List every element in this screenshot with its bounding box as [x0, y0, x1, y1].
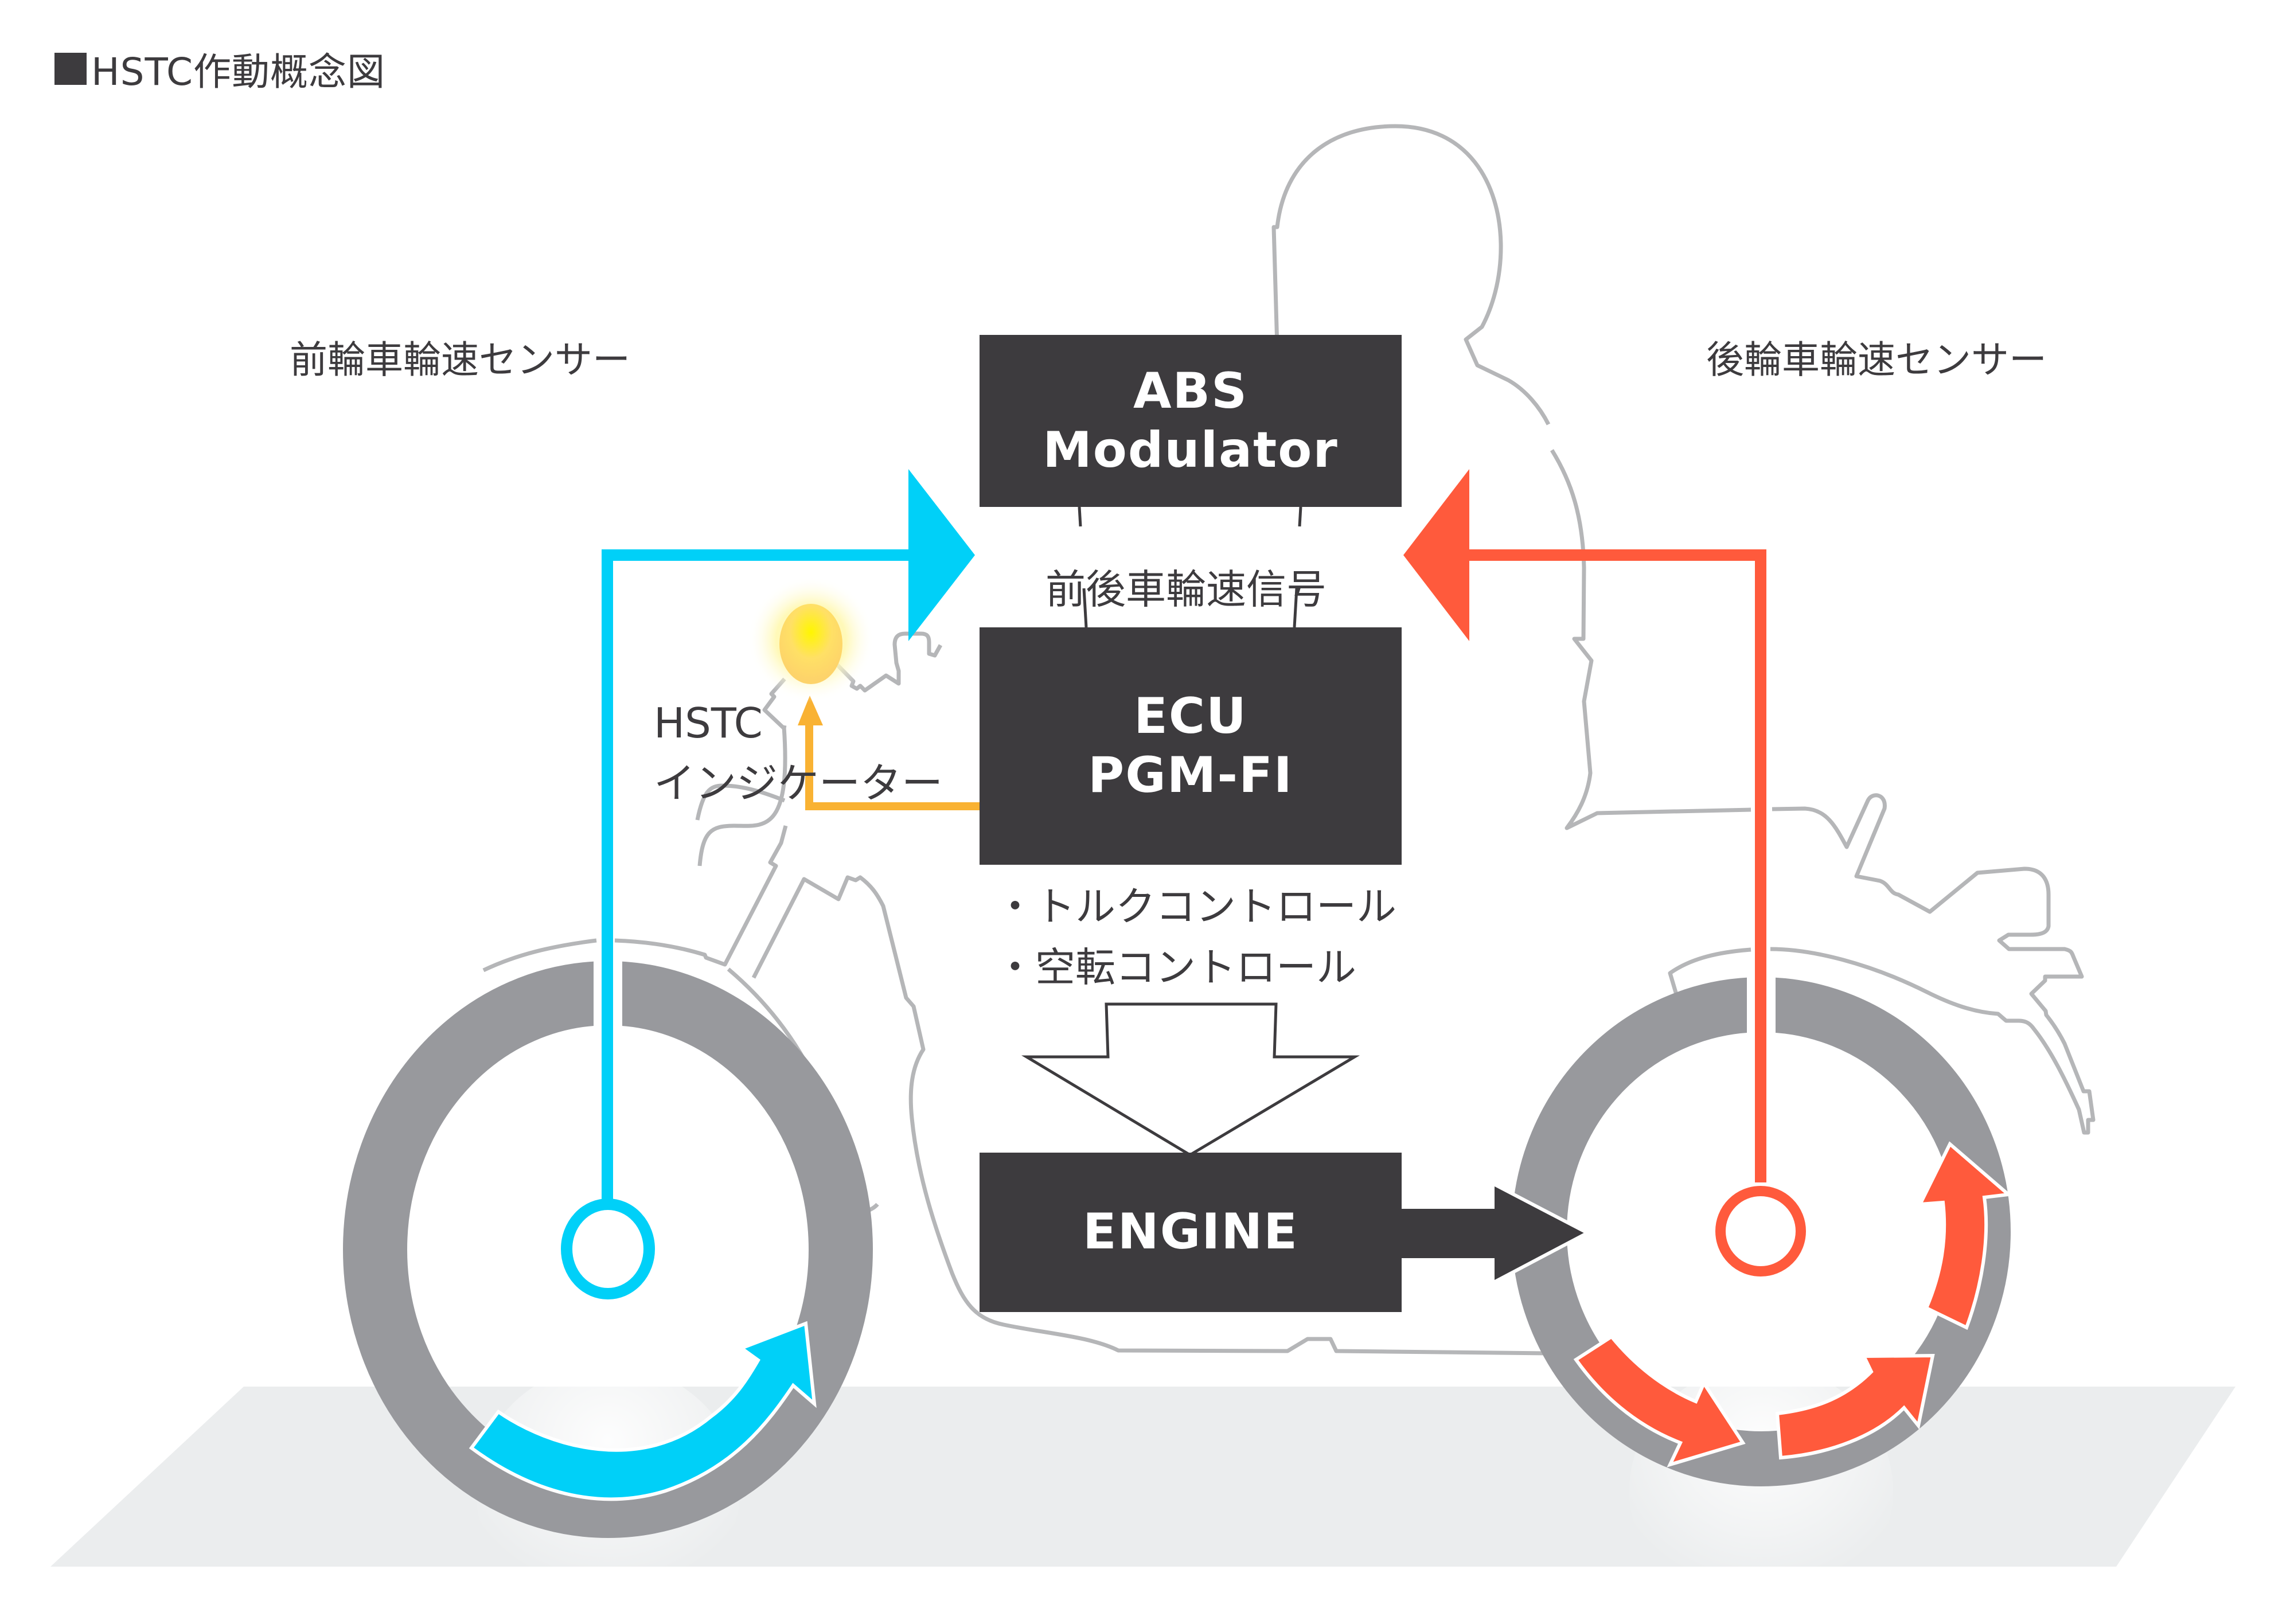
front-wheel-speed-sensor [561, 1199, 655, 1299]
front-sensor-label: 前輪車輪速センサー [290, 338, 630, 382]
title-square-icon [54, 53, 87, 85]
rear-rotation-arrow-3 [1917, 1141, 2013, 1330]
signal-lines [1078, 506, 1302, 628]
rider-helmet-outline [1271, 124, 1551, 425]
ecu-box-line2: PGM-FI [1088, 747, 1293, 804]
front-arrowhead [908, 469, 975, 641]
engine-box: ENGINE [980, 1153, 1402, 1312]
control-arrow [1021, 1002, 1360, 1157]
rear-sensor-label: 後輪車輪速センサー [1706, 338, 2047, 382]
frame-outline [751, 875, 1549, 1356]
hstc-indicator-signal [748, 576, 981, 810]
rear-wheel-speed-sensor [1715, 1186, 1806, 1276]
title-text: HSTC作動概念図 [91, 50, 386, 94]
indicator-label-line1: HSTC [654, 699, 763, 747]
control-list: トルクコントロール 空転コントロール [995, 876, 1396, 998]
ecu-box: ECU PGM-FI [980, 627, 1402, 865]
rear-arrowhead [1403, 469, 1469, 641]
control-item-spin: 空転コントロール [995, 937, 1396, 998]
indicator-arrowhead [798, 696, 823, 725]
wheel-speed-signal-label: 前後車輪速信号 [1045, 566, 1327, 613]
ecu-box-line1: ECU [1134, 687, 1247, 745]
hstc-indicator-lamp-icon [779, 604, 842, 684]
abs-modulator-box: ABS Modulator [980, 335, 1402, 507]
abs-box-line2: Modulator [1043, 421, 1339, 479]
rear-sensor-signal [1403, 469, 1806, 1276]
front-fork-outline [482, 825, 788, 973]
headlight-outline [695, 727, 787, 866]
rear-rotation-arrow-1 [1573, 1334, 1746, 1467]
indicator-label-line2: インジケーター [654, 759, 943, 807]
control-item-torque: トルクコントロール [995, 876, 1396, 937]
page-title: HSTC作動概念図 [54, 41, 385, 96]
drive-arrow [1398, 1181, 1591, 1286]
rear-fender-outline [1668, 947, 1751, 995]
front-rotation-arrow [469, 1321, 817, 1501]
seat-tail-outline [1770, 793, 2096, 1135]
front-sensor-signal [561, 469, 975, 1299]
rear-rotation-arrow-2 [1775, 1353, 1935, 1460]
rider-back-outline [1550, 449, 1751, 830]
abs-box-line1: ABS [1133, 362, 1249, 420]
engine-box-label: ENGINE [1082, 1203, 1299, 1261]
